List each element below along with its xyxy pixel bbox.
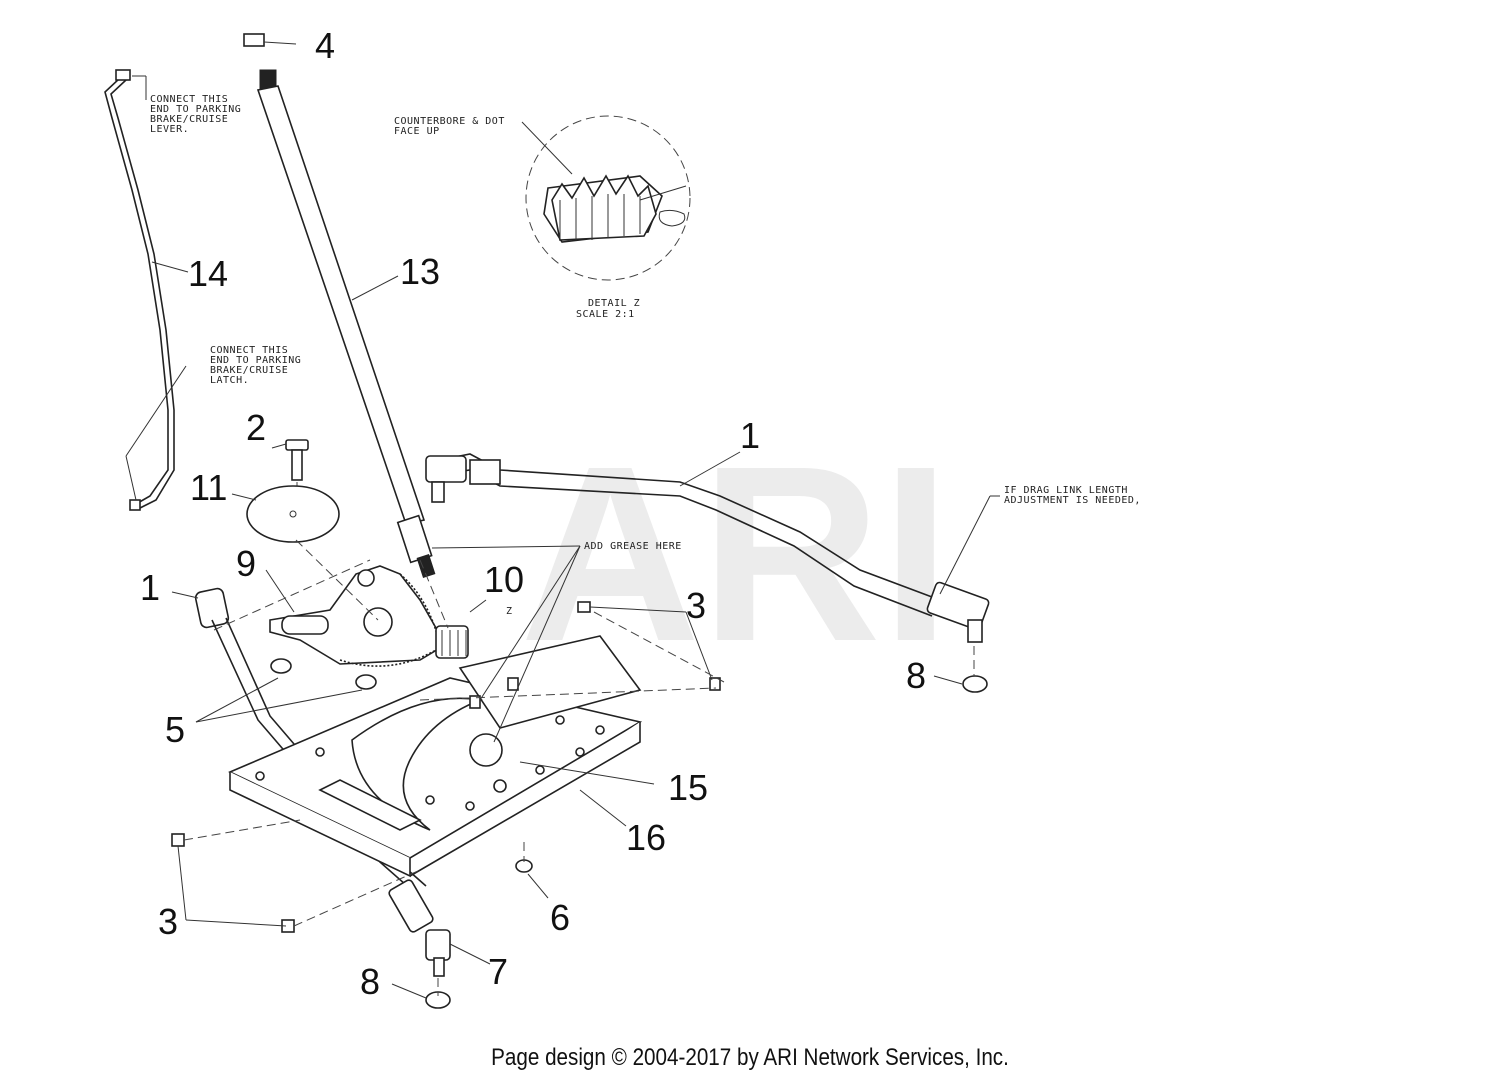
callout-7: 7 [488,951,508,992]
callout-8-right: 8 [906,655,926,696]
callout-5: 5 [165,709,185,750]
sector-gear [265,565,441,667]
callout-9: 9 [236,543,256,584]
callout-6: 6 [550,897,570,938]
note-lever-line-3: BRAKE/CRUISE [150,114,228,125]
note-latch-line-3: BRAKE/CRUISE [210,365,288,376]
mounting-plate [228,635,655,878]
callout-10: 10 [484,559,524,600]
steering-shaft [243,33,436,578]
z-marker: Z [506,606,513,617]
callout-4: 4 [315,25,335,66]
notes: CONNECT THIS END TO PARKING BRAKE/CRUISE… [150,94,1141,617]
detail-z-scale: SCALE 2:1 [576,309,635,320]
note-lever-line-1: CONNECT THIS [150,94,228,105]
assembly-lines [183,539,975,996]
note-counterbore-line-2: FACE UP [394,126,440,137]
callout-2: 2 [246,407,266,448]
note-drag-link-line-2: ADJUSTMENT IS NEEDED, [1004,495,1141,506]
callout-15: 15 [668,767,708,808]
fasteners [171,601,988,1009]
callout-14: 14 [188,253,228,294]
detail-z-title: DETAIL Z [588,298,640,309]
callout-8-bottom: 8 [360,961,380,1002]
drag-link-right [425,451,1000,643]
note-latch-line-1: CONNECT THIS [210,345,288,356]
callout-13: 13 [400,251,440,292]
detail-z-view [521,115,691,281]
parking-brake-rod [104,69,189,511]
pinion-gear [435,599,487,659]
note-latch-line-4: LATCH. [210,375,249,386]
bolt-and-washer [231,439,340,543]
callout-3-bottom: 3 [158,901,178,942]
callout-labels: 4 14 13 2 11 1 9 1 10 3 8 5 15 16 3 6 7 … [140,25,926,1002]
note-latch-line-2: END TO PARKING [210,355,301,366]
callout-1-right: 1 [740,415,760,456]
page-footer: Page design © 2004-2017 by ARI Network S… [491,1044,1009,1071]
note-lever-line-2: END TO PARKING [150,104,241,115]
callout-1-left: 1 [140,567,160,608]
callout-16: 16 [626,817,666,858]
note-drag-link-line-1: IF DRAG LINK LENGTH [1004,485,1128,496]
callout-11: 11 [190,467,227,508]
callout-3-top: 3 [686,585,706,626]
note-counterbore-line-1: COUNTERBORE & DOT [394,116,505,127]
note-lever-line-4: LEVER. [150,124,189,135]
note-grease: ADD GREASE HERE [584,541,682,552]
